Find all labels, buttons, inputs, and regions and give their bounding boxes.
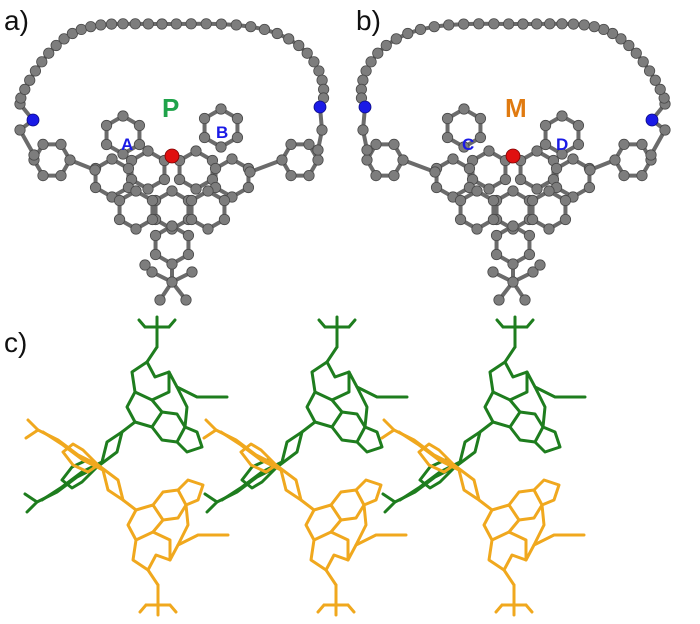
molecule-p-structure bbox=[14, 18, 330, 306]
panel-c-label: c) bbox=[4, 327, 27, 358]
helix-p-label: P bbox=[162, 93, 179, 123]
panel-a-label: a) bbox=[4, 5, 29, 36]
molecule-m-structure bbox=[355, 18, 671, 306]
packing-m-molecule bbox=[380, 418, 586, 617]
crystal-packing-view bbox=[23, 315, 587, 617]
ring-c-label: C bbox=[462, 135, 474, 154]
ring-d-label: D bbox=[556, 135, 568, 154]
packing-m-molecule bbox=[202, 418, 408, 617]
panel-b-label: b) bbox=[356, 5, 381, 36]
packing-p-molecule bbox=[23, 315, 229, 514]
ring-a-label: A bbox=[121, 135, 133, 154]
packing-m-molecule bbox=[24, 418, 230, 617]
ring-b-label: B bbox=[216, 123, 228, 142]
helix-m-label: M bbox=[505, 93, 527, 123]
